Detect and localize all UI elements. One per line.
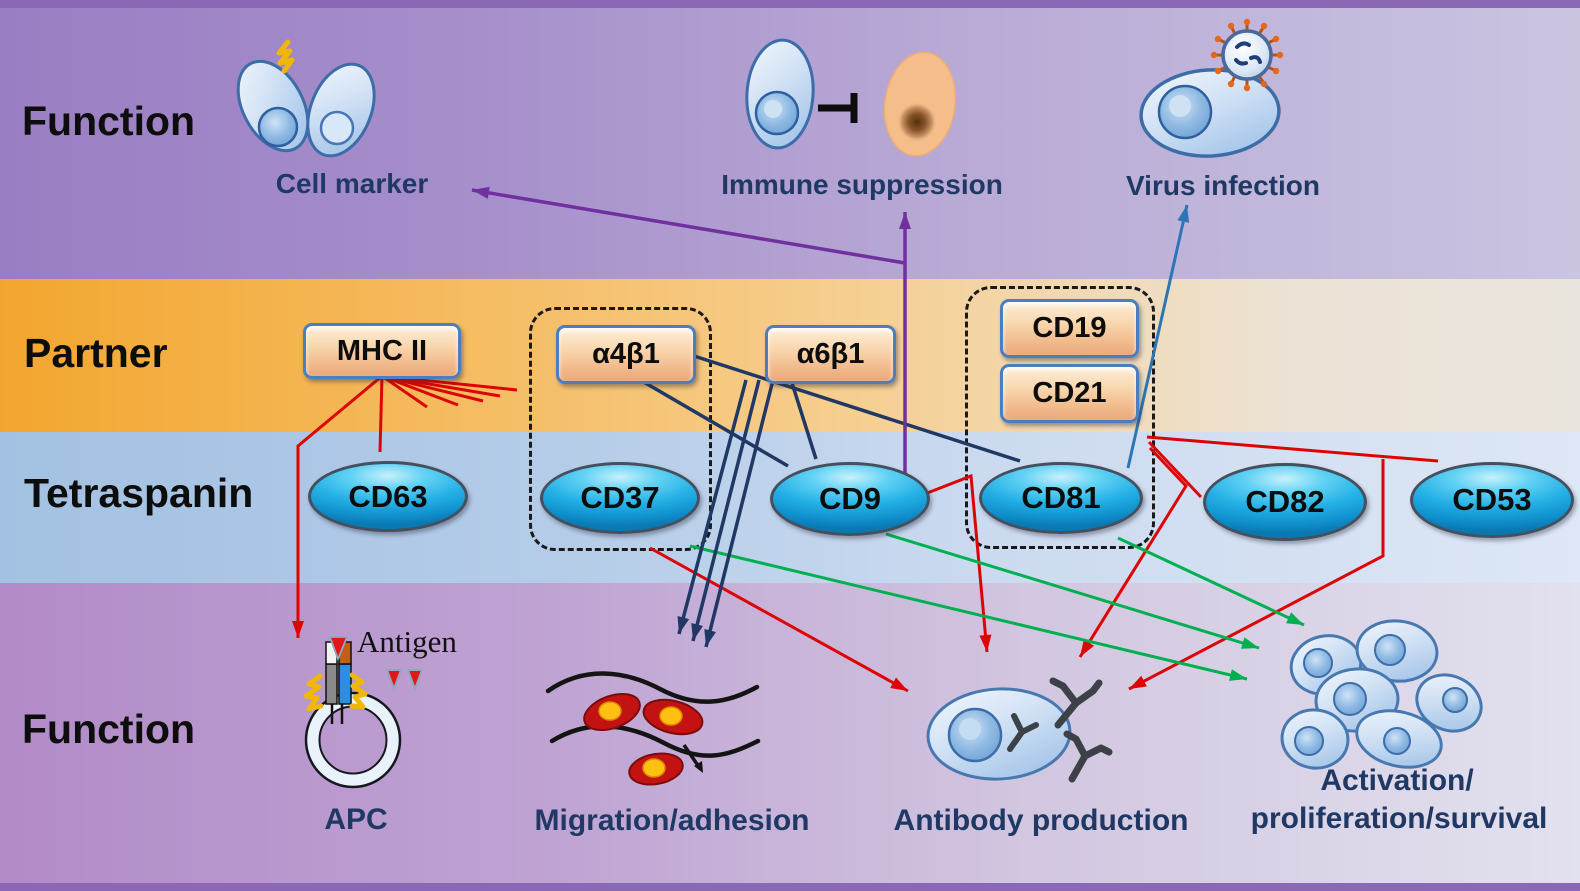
connection-cd81complex-cd82 (1147, 440, 1203, 499)
label-activation-line2: proliferation/survival (1250, 802, 1548, 835)
tetraspanin-cd9: CD9 (770, 462, 930, 536)
tetraspanin-squiggle-right (349, 672, 368, 710)
arrowhead-cd81-activation (1286, 612, 1304, 625)
arrowhead-cd9-antibody (979, 634, 992, 652)
connection-a4b1-cd9 (641, 379, 789, 468)
connection-cd9-cell-marker (471, 188, 906, 265)
antibody-y-icons (1007, 677, 1113, 783)
label-activation-line1: Activation/ (1320, 764, 1474, 797)
arrowhead-integrin-migration-2 (691, 623, 703, 641)
connection-a4b1-cd81 (693, 354, 1021, 463)
arrowhead-cd81complex-antibody (1080, 639, 1095, 657)
connection-cd9-antibody (916, 473, 989, 653)
connection-cd9-activation (885, 532, 1260, 650)
cell-marker-icon (236, 39, 376, 158)
row-label-function-bottom: Function (22, 706, 196, 752)
connection-cd53-antibody (1128, 459, 1385, 691)
tetraspanin-cd63: CD63 (308, 461, 468, 532)
tetraspanin-cd37: CD37 (540, 462, 700, 534)
apc-icon (303, 636, 424, 789)
connection-cd81-activation (1117, 536, 1305, 627)
connection-cd37-activation (689, 544, 1248, 681)
activation-cluster-icon (1280, 619, 1483, 770)
antigen-particle-icon (385, 669, 403, 692)
bottom-edge-strip (0, 883, 1580, 891)
complex-box-cd37-a4b1 (529, 307, 712, 551)
tetraspanin-cd81: CD81 (979, 462, 1143, 534)
label-cell-marker: Cell marker (275, 168, 429, 199)
antigen-particle-icon (406, 669, 424, 692)
arrowhead-integrin-migration-1 (677, 616, 690, 634)
immune-suppression-icon (745, 38, 957, 157)
connection-mhc2-apc (296, 374, 383, 638)
tetraspanin-squiggle-left (303, 673, 324, 712)
arrowhead-cd37-antibody (890, 677, 908, 691)
label-antibody-production: Antibody production (893, 804, 1189, 837)
label-immune-suppression: Immune suppression (721, 169, 1003, 200)
migration-adhesion-icon (545, 671, 761, 786)
connection-cd37-antibody (649, 546, 909, 693)
arrowhead-cd9-activation (1240, 637, 1259, 649)
connection-integrin-migration-1 (677, 379, 748, 635)
connection-integrin-migration-3 (704, 379, 775, 648)
connection-cd81complex-cd53 (1146, 435, 1439, 463)
connection-a6b1-cd9 (790, 382, 818, 460)
antibody-production-icon (926, 677, 1113, 783)
row-label-partner: Partner (24, 330, 168, 376)
label-antigen: Antigen (357, 624, 457, 659)
inhibition-icon (818, 93, 858, 123)
partner-box-cd19: CD19 (1000, 299, 1139, 358)
arrowhead-cd9-cell-marker (472, 186, 490, 199)
connection-mhc2-fan-2 (381, 374, 459, 407)
row-label-tetraspanin: Tetraspanin (24, 470, 254, 516)
virus-infection-icon (1139, 18, 1284, 158)
arrowhead-mhc2-apc (292, 621, 304, 638)
arrowhead-cd37-activation (1229, 669, 1247, 681)
top-edge-strip (0, 0, 1580, 8)
label-apc: APC (324, 803, 388, 836)
connection-mhc2-fan-1 (381, 374, 428, 409)
antigen-in-groove-icon (328, 636, 349, 662)
partner-box-cd21: CD21 (1000, 364, 1139, 423)
partner-box-mhc2: MHC II (303, 323, 461, 379)
label-migration-adhesion: Migration/adhesion (534, 804, 810, 837)
connection-cd81-virus-infection (1126, 204, 1189, 469)
virus-icon (1210, 18, 1284, 92)
complex-box-cd81-cd19-cd21 (965, 286, 1155, 549)
arrowhead-cd53-antibody (1129, 675, 1147, 689)
partner-box-a6b1: α6β1 (765, 325, 896, 384)
partner-box-a4b1: α4β1 (556, 325, 696, 384)
label-virus-infection: Virus infection (1126, 170, 1320, 201)
surface-marker-icon (276, 39, 295, 74)
tetraspanin-cd53: CD53 (1410, 462, 1574, 538)
arrowhead-cd81-virus-infection (1177, 205, 1190, 223)
tetraspanin-cd82: CD82 (1203, 463, 1367, 541)
connection-mhc2-cd63 (378, 375, 384, 453)
arrowhead-integrin-migration-3 (704, 629, 716, 647)
arrowhead-cd9-immune-suppression (899, 212, 911, 229)
row-label-function-top: Function (22, 98, 196, 144)
connection-integrin-migration-2 (691, 379, 761, 642)
connection-cd81complex-antibody (1078, 446, 1188, 658)
